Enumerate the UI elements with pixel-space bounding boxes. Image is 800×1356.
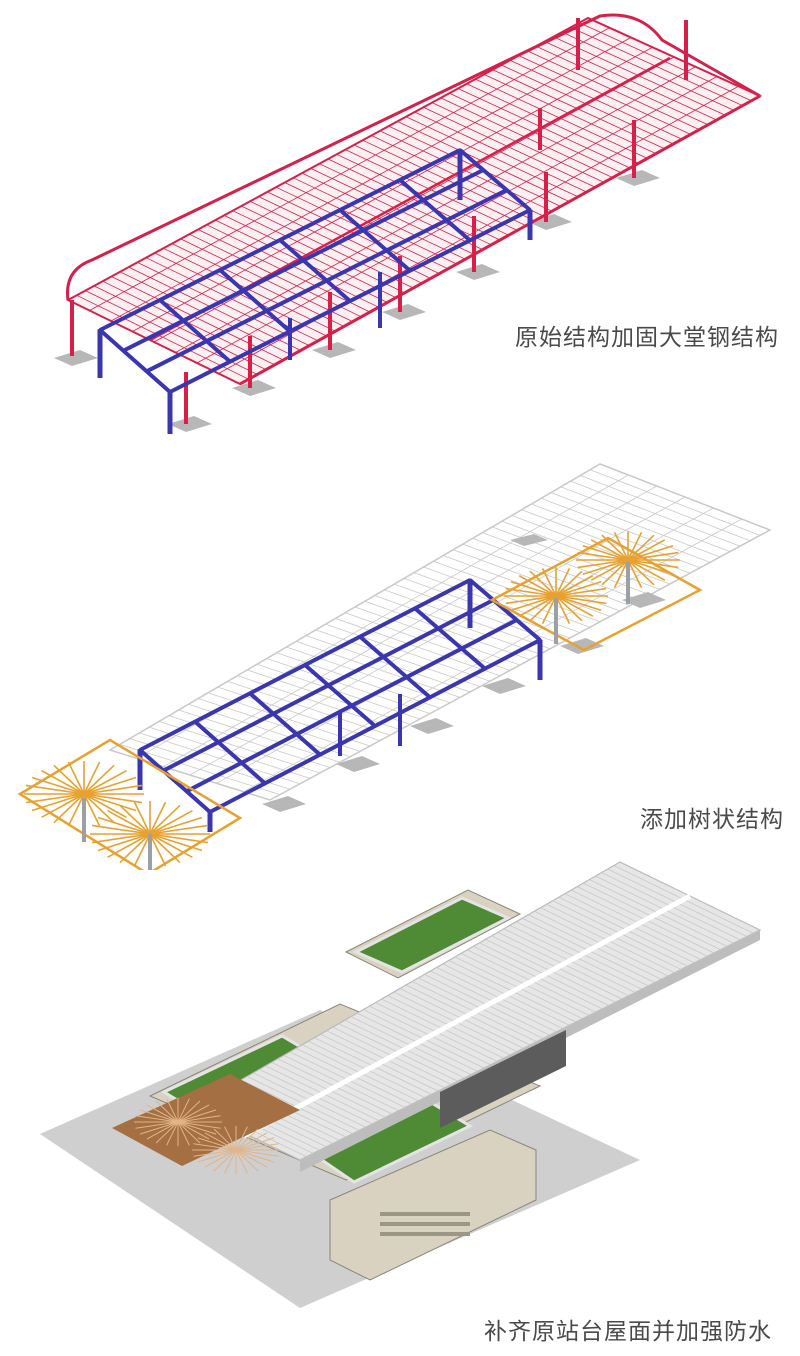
lobby-steel-frame <box>97 148 533 434</box>
green-roof-rear <box>352 896 512 974</box>
roof-waterproofing-axonometric <box>40 861 762 1308</box>
panel-tree-structure: 添加树状结构 <box>0 450 800 870</box>
tree-structure-axonometric <box>17 463 772 870</box>
entry-building <box>329 1129 537 1281</box>
tree-canopy-surface <box>112 1074 300 1175</box>
panel-roof-waterproofing: 补齐原站台屋面并加强防水 <box>0 860 800 1356</box>
caption-steel-reinforcement: 原始结构加固大堂钢结构 <box>515 325 779 351</box>
lobby-steel-frame <box>137 578 543 832</box>
glazed-facade <box>440 1030 566 1128</box>
entry-windows <box>380 1212 470 1236</box>
original-steel-columns <box>70 18 688 424</box>
panel-steel-reinforcement: 原始结构加固大堂钢结构 <box>0 0 800 450</box>
footings <box>262 534 666 812</box>
tree-canopies <box>17 531 703 870</box>
tree-trunks <box>82 562 630 870</box>
caption-roof-waterproofing: 补齐原站台屋面并加强防水 <box>484 1319 772 1345</box>
footings <box>54 170 660 432</box>
steel-reinforcement-axonometric <box>54 13 763 434</box>
caption-tree-structure: 添加树状结构 <box>640 807 784 833</box>
